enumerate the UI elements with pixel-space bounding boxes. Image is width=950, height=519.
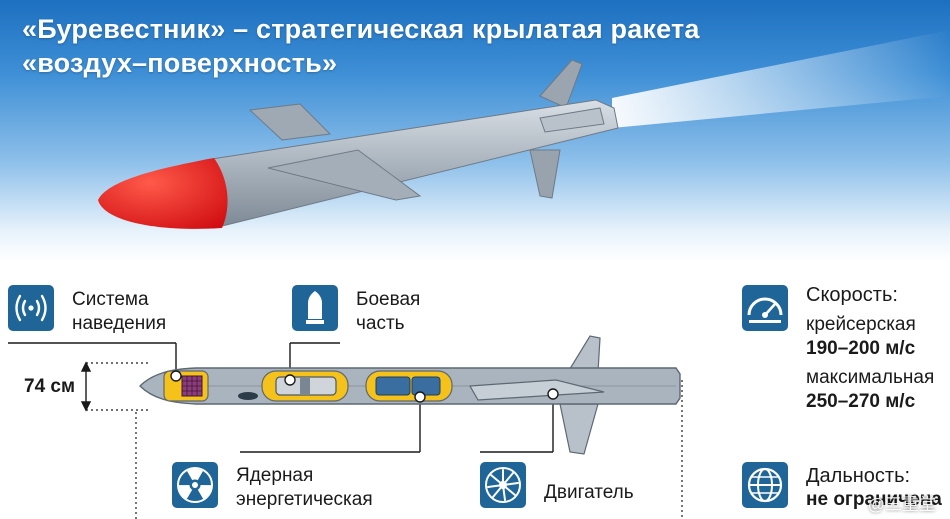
radiation-icon — [172, 462, 218, 508]
schematic-tail-fin-top — [566, 335, 601, 373]
nuclear-marker — [414, 391, 426, 403]
warhead-icon — [292, 285, 338, 331]
main-wing — [267, 149, 422, 201]
dim-arrow-top — [80, 361, 92, 372]
tail-fin-top — [539, 59, 583, 109]
guidance-marker — [170, 370, 182, 382]
front-fin — [248, 103, 332, 141]
engine-marker — [547, 388, 559, 400]
turbine-icon — [480, 462, 526, 508]
warhead-label-line2: часть — [356, 313, 405, 334]
schematic-port — [238, 392, 258, 400]
warhead-label-line1: Боевая — [356, 289, 421, 310]
speed-title: Скорость: — [806, 284, 898, 306]
cruise-speed-label: крейсерская — [806, 314, 916, 335]
engine-intake — [539, 107, 605, 133]
nuclear-label-line2: энергетическая — [236, 489, 373, 510]
speedometer-icon — [742, 285, 788, 331]
schematic-wing — [469, 379, 605, 401]
max-speed-value: 250–270 м/с — [806, 391, 916, 412]
range-value: не ограничена — [806, 489, 942, 510]
range-title: Дальность: — [806, 465, 911, 487]
tail-fin-bottom — [529, 149, 561, 199]
watermark: @三重堂 — [867, 495, 936, 514]
dim-arrow-bottom — [80, 401, 92, 412]
globe-icon — [742, 462, 788, 508]
hero-panel: «Буревестник» – стратегическая крылатая … — [0, 0, 950, 262]
exhaust-trail — [612, 30, 950, 128]
guidance-label-line2: наведения — [72, 313, 167, 334]
guidance-label-line1: Система — [72, 289, 149, 310]
nose-cone — [98, 158, 228, 229]
warhead-marker — [284, 374, 296, 386]
radio-signal-icon — [8, 285, 54, 331]
missile-illustration — [98, 30, 950, 229]
schematic-tail-fin-bottom — [559, 403, 599, 455]
diameter-label: 74 см — [24, 376, 76, 397]
page-title-line1: «Буревестник» – стратегическая крылатая … — [22, 14, 700, 44]
max-speed-label: максимальная — [806, 367, 935, 388]
engine-label: Двигатель — [544, 482, 634, 503]
cruise-speed-value: 190–200 м/с — [806, 338, 916, 359]
reactor-block — [375, 376, 411, 396]
nuclear-label-line1: Ядерная — [236, 465, 314, 486]
page-title-line2: «воздух–поверхность» — [22, 48, 338, 78]
